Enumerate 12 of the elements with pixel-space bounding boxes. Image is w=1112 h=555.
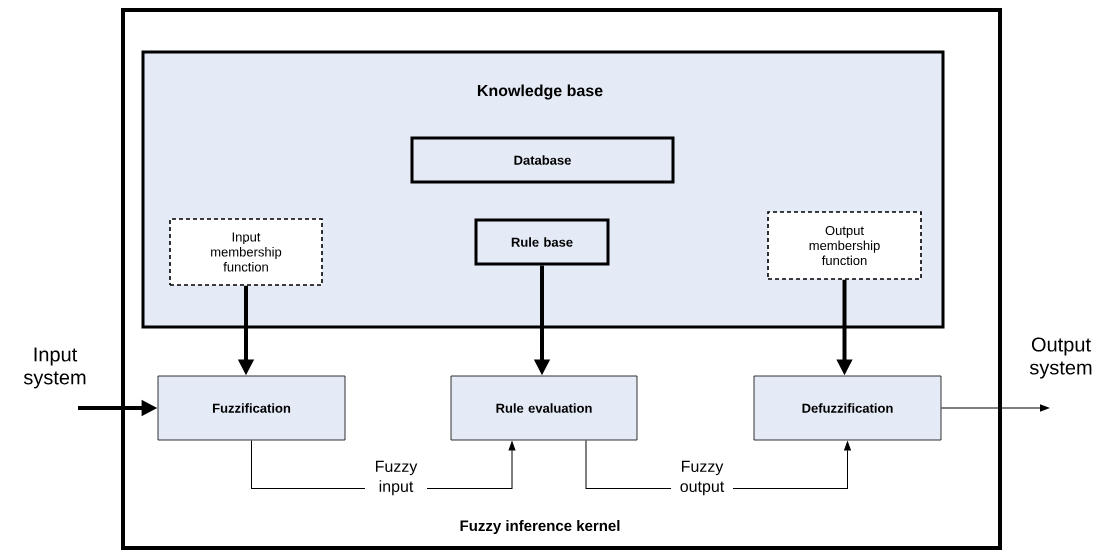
- input-label: Input system: [23, 347, 86, 389]
- process-box: Fuzzification: [157, 375, 346, 441]
- membership-function-box: Output membership function: [767, 211, 922, 280]
- edge-label: Fuzzy input: [365, 459, 427, 497]
- output-label: Output system: [1029, 337, 1092, 379]
- membership-function-box: Input membership function: [169, 218, 323, 286]
- database-box: Database: [410, 136, 675, 184]
- process-box: Defuzzification: [753, 375, 942, 441]
- arrow: [940, 404, 1049, 412]
- edge-label: Fuzzy output: [671, 459, 733, 497]
- rule-base-box: Rule base: [474, 218, 610, 266]
- process-box: Rule evaluation: [450, 375, 638, 441]
